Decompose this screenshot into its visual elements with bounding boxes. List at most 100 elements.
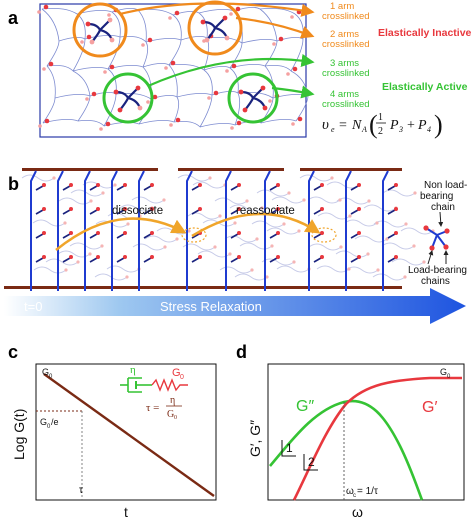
mesh-strand [72, 38, 86, 72]
background-end [260, 206, 264, 210]
side-arm [269, 257, 278, 263]
background-strand [58, 197, 92, 205]
callout-3-arms: 3 arms crosslinked [322, 58, 370, 79]
side-arm [191, 209, 200, 215]
background-strand [391, 258, 425, 266]
background-strand [363, 204, 397, 212]
crosslink-dot [272, 42, 276, 46]
background-end [218, 214, 222, 218]
mesh-strand [172, 14, 182, 41]
background-strand [251, 220, 285, 228]
mesh-strand [229, 67, 239, 94]
background-end [113, 183, 117, 187]
star-end [135, 85, 141, 91]
crosslink-dot [37, 10, 41, 14]
arm-end [42, 183, 46, 187]
g-prime-curve [292, 376, 462, 501]
crosslink-dot [286, 72, 290, 76]
polymer-chains [21, 170, 435, 291]
side-arm [350, 233, 359, 239]
background-strand [299, 174, 333, 182]
side-arm [89, 233, 98, 239]
background-end [245, 199, 249, 203]
panel-c-letter: c [8, 342, 18, 362]
arm-end [96, 231, 100, 235]
crosslink-dot [236, 120, 242, 126]
svg-text:G: G [167, 409, 174, 420]
load-bearing-chain [345, 170, 352, 291]
background-strand [21, 174, 55, 182]
svg-text:0: 0 [174, 415, 177, 421]
background-strand [177, 174, 211, 182]
background-end [88, 252, 92, 256]
star-end [262, 105, 268, 111]
d-ylabel: G′, G″ [247, 420, 263, 457]
mesh-strand [77, 119, 105, 127]
background-end [297, 229, 301, 233]
mesh-strand [119, 35, 147, 43]
tau-equation: τ = η G 0 [146, 395, 182, 421]
background-end [233, 221, 237, 225]
star-end [260, 85, 266, 91]
side-arm [35, 233, 44, 239]
panel-d: d G′, G″ 1 2 G″ G′ G 0 ω c = 1/τ ω [236, 342, 465, 520]
crosslink-dot [235, 6, 241, 12]
mesh-strand [241, 39, 278, 44]
svg-text:ω: ω [346, 486, 354, 497]
crosslink-dot [169, 123, 173, 127]
star-end [117, 107, 123, 113]
background-strand [400, 227, 434, 235]
d-axes [267, 363, 465, 501]
side-arm [143, 209, 152, 215]
background-end [52, 176, 56, 180]
background-strand [239, 242, 273, 250]
arm-end [357, 207, 361, 211]
background-end [292, 260, 296, 264]
arm-end [237, 207, 241, 211]
crosslink-dot [297, 116, 303, 122]
mesh-strand [168, 64, 178, 98]
background-end [64, 268, 68, 272]
arm-end [276, 183, 280, 187]
background-strand [234, 273, 268, 281]
star-end [204, 37, 210, 43]
background-end [76, 260, 80, 264]
background-end [162, 198, 166, 202]
background-strand [219, 266, 253, 274]
mesh-strand [173, 96, 180, 123]
side-arm [62, 233, 71, 239]
side-arm [116, 209, 125, 215]
arm-end [150, 231, 154, 235]
arm-end [320, 207, 324, 211]
crosslink-dot [168, 16, 172, 20]
arm-end [276, 255, 280, 259]
arm-end [69, 207, 73, 211]
crosslink-dot [170, 60, 176, 66]
crosslink-dot [43, 4, 49, 10]
panel-b: b dissociate reassociate Non load- beari… [4, 168, 470, 324]
svg-text:1: 1 [378, 112, 383, 123]
arm-end [198, 207, 202, 211]
side-arm [313, 185, 322, 191]
arm-end [320, 183, 324, 187]
stress-relaxation-arrow [4, 288, 466, 324]
crosslink-dot [268, 99, 272, 103]
arrow-4-arms [271, 85, 315, 99]
svg-text:G: G [40, 417, 47, 427]
mesh-strand [264, 64, 292, 72]
load-bearing-label: Load-bearing chains [408, 265, 470, 287]
svg-text:G: G [440, 367, 447, 377]
callout-4-arms: 4 arms crosslinked [322, 89, 370, 110]
background-strand [32, 219, 66, 227]
non-load-bearing-pointer [438, 211, 444, 227]
arm-end [96, 207, 100, 211]
arm-end [394, 183, 398, 187]
svg-text:2: 2 [378, 126, 383, 137]
omega-c-label: ω c = 1/τ [346, 486, 378, 499]
background-strand [119, 204, 153, 212]
crosslink-dot [80, 40, 84, 44]
side-arm [191, 257, 200, 263]
crosslink-dot [38, 124, 42, 128]
arm-end [357, 255, 361, 259]
background-strand [335, 250, 369, 258]
